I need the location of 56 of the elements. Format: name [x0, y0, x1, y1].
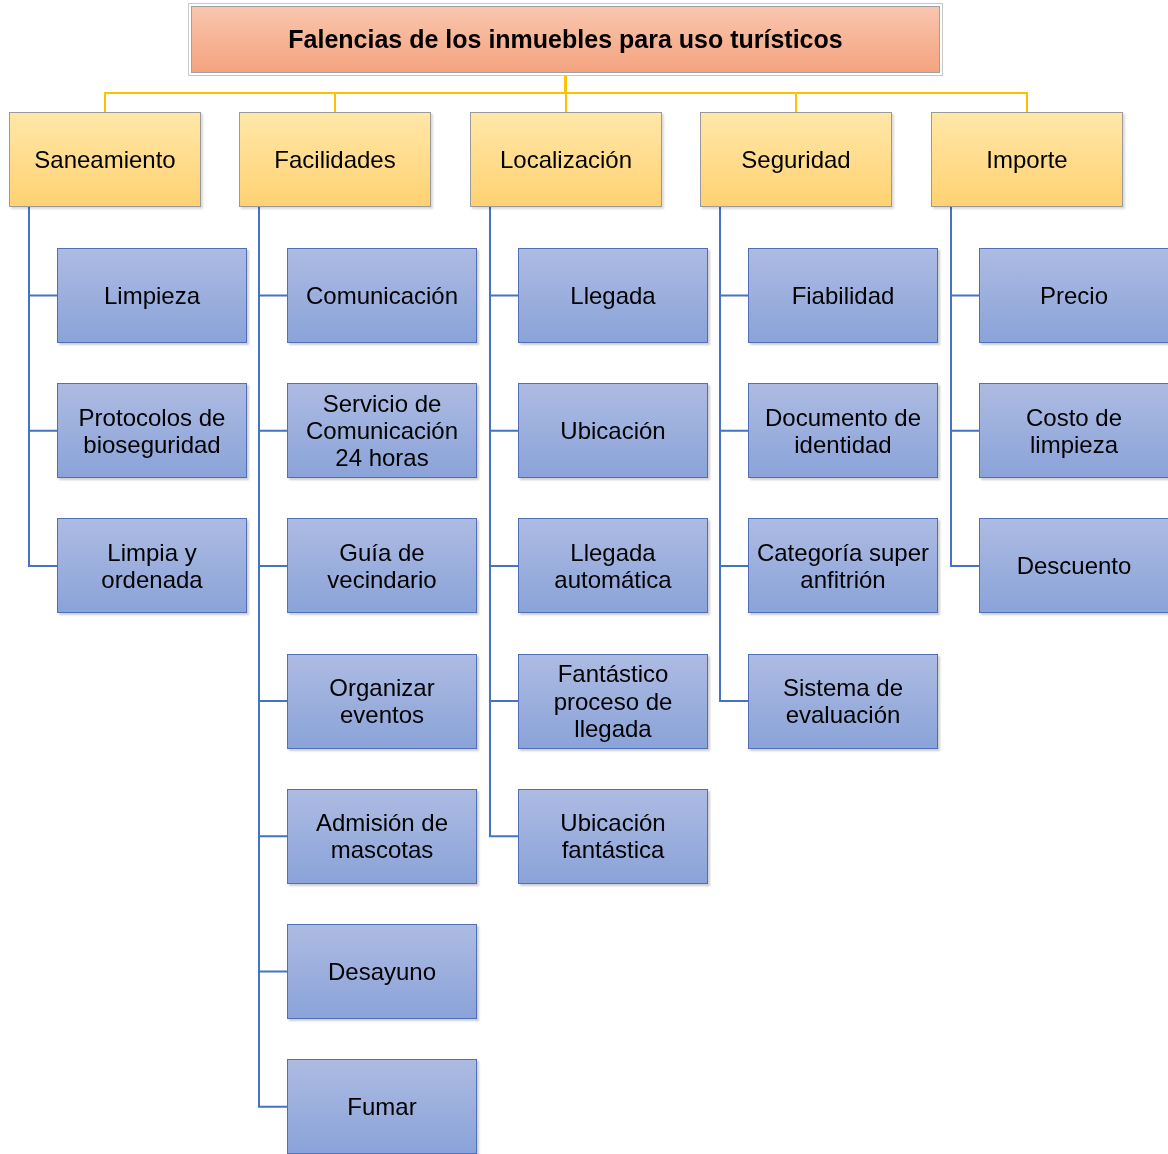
box-label: Admisión de mascotas — [314, 809, 450, 864]
box-label: Fiabilidad — [791, 281, 895, 310]
item-box — [287, 653, 477, 749]
box-label: Localización — [499, 145, 633, 174]
box-label: Fumar — [347, 1093, 417, 1121]
item-box — [57, 248, 247, 343]
item-box — [287, 518, 477, 614]
item-box — [979, 383, 1168, 479]
box-label: Desayuno — [327, 957, 437, 986]
item-box — [748, 248, 938, 343]
item-box — [518, 518, 708, 614]
item-box — [57, 383, 247, 479]
box-label: Ubicación fantástica — [559, 809, 667, 864]
box-label: Documento de identidad — [763, 403, 923, 458]
item-box — [748, 518, 938, 614]
item-box — [748, 383, 938, 479]
item-box — [518, 383, 708, 479]
box-label: Llegada — [570, 281, 656, 310]
item-box — [748, 653, 938, 749]
category-box — [700, 112, 892, 207]
box-label: Sistema de evaluación — [781, 674, 905, 729]
category-box — [470, 112, 662, 207]
box-label: Seguridad — [741, 145, 851, 174]
box-label: Llegada automática — [553, 538, 673, 593]
box-label: Costo de limpieza — [1024, 403, 1124, 458]
category-box — [931, 112, 1123, 207]
box-label: Comunicación — [305, 281, 459, 310]
box-label: Precio — [1040, 281, 1108, 310]
item-box — [518, 788, 708, 884]
item-box — [287, 924, 477, 1019]
item-box — [287, 248, 477, 343]
category-box — [239, 112, 431, 207]
box-label: Facilidades — [274, 145, 396, 174]
box-label: Descuento — [1016, 552, 1132, 580]
item-box — [518, 248, 708, 343]
item-box — [287, 788, 477, 884]
box-label: Limpia y ordenada — [100, 538, 204, 593]
box-label: Falencias de los inmuebles para uso turísticos — [288, 25, 843, 54]
box-label: Fantástico proceso de llegada — [552, 660, 674, 742]
title-box — [191, 6, 940, 73]
box-label: Saneamiento — [34, 145, 176, 174]
item-box — [518, 653, 708, 749]
item-box — [57, 518, 247, 614]
box-label: Limpieza — [103, 281, 200, 310]
item-box — [979, 248, 1168, 343]
box-label: Ubicación — [560, 417, 666, 445]
item-box — [287, 1059, 477, 1154]
box-label: Importe — [986, 145, 1068, 174]
box-label: Servicio de Comunicación 24 horas — [304, 390, 460, 472]
item-box — [979, 518, 1168, 614]
box-label: Categoría super anfitrión — [755, 538, 931, 593]
category-box — [9, 112, 201, 207]
box-label: Guía de vecindario — [326, 538, 438, 593]
item-box — [287, 383, 477, 479]
box-label: Protocolos de bioseguridad — [77, 403, 227, 458]
box-label: Organizar eventos — [328, 674, 436, 729]
